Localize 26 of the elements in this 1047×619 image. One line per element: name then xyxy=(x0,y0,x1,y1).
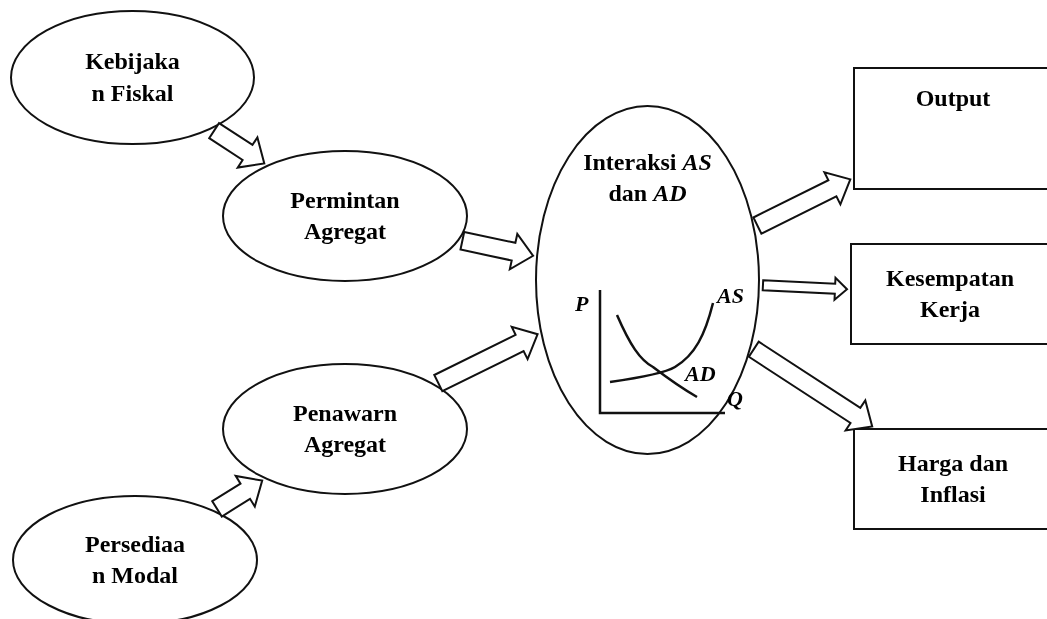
process-box xyxy=(853,67,1047,190)
node-label: Kesempatan Kerja xyxy=(885,263,1015,324)
axis-label: P xyxy=(575,293,589,315)
block-arrow xyxy=(752,170,852,235)
block-arrow xyxy=(432,325,539,393)
node-label: Harga dan Inflasi xyxy=(897,448,1009,509)
axis-label: Q xyxy=(727,388,743,410)
ellipse-node xyxy=(222,363,468,495)
process-box xyxy=(850,243,1047,345)
curve-label: AS xyxy=(717,285,744,307)
block-arrow xyxy=(210,474,264,518)
node-label: Permintan Agregat xyxy=(289,185,401,246)
node-label: Penawarn Agregat xyxy=(292,398,398,459)
block-arrow xyxy=(207,121,266,169)
node-label: Interaksi AS dan AD xyxy=(582,148,713,209)
ellipse-node xyxy=(10,10,255,145)
block-arrow xyxy=(761,275,849,302)
node-label: Output xyxy=(914,84,992,113)
curve-label: AD xyxy=(685,363,716,385)
block-arrow xyxy=(747,340,874,432)
ellipse-node xyxy=(222,150,468,282)
process-box xyxy=(853,428,1047,530)
ellipse-node xyxy=(535,105,760,455)
node-label: Persediaa n Modal xyxy=(84,529,186,590)
block-arrow xyxy=(459,230,535,272)
node-label: Kebijaka n Fiskal xyxy=(84,47,181,108)
